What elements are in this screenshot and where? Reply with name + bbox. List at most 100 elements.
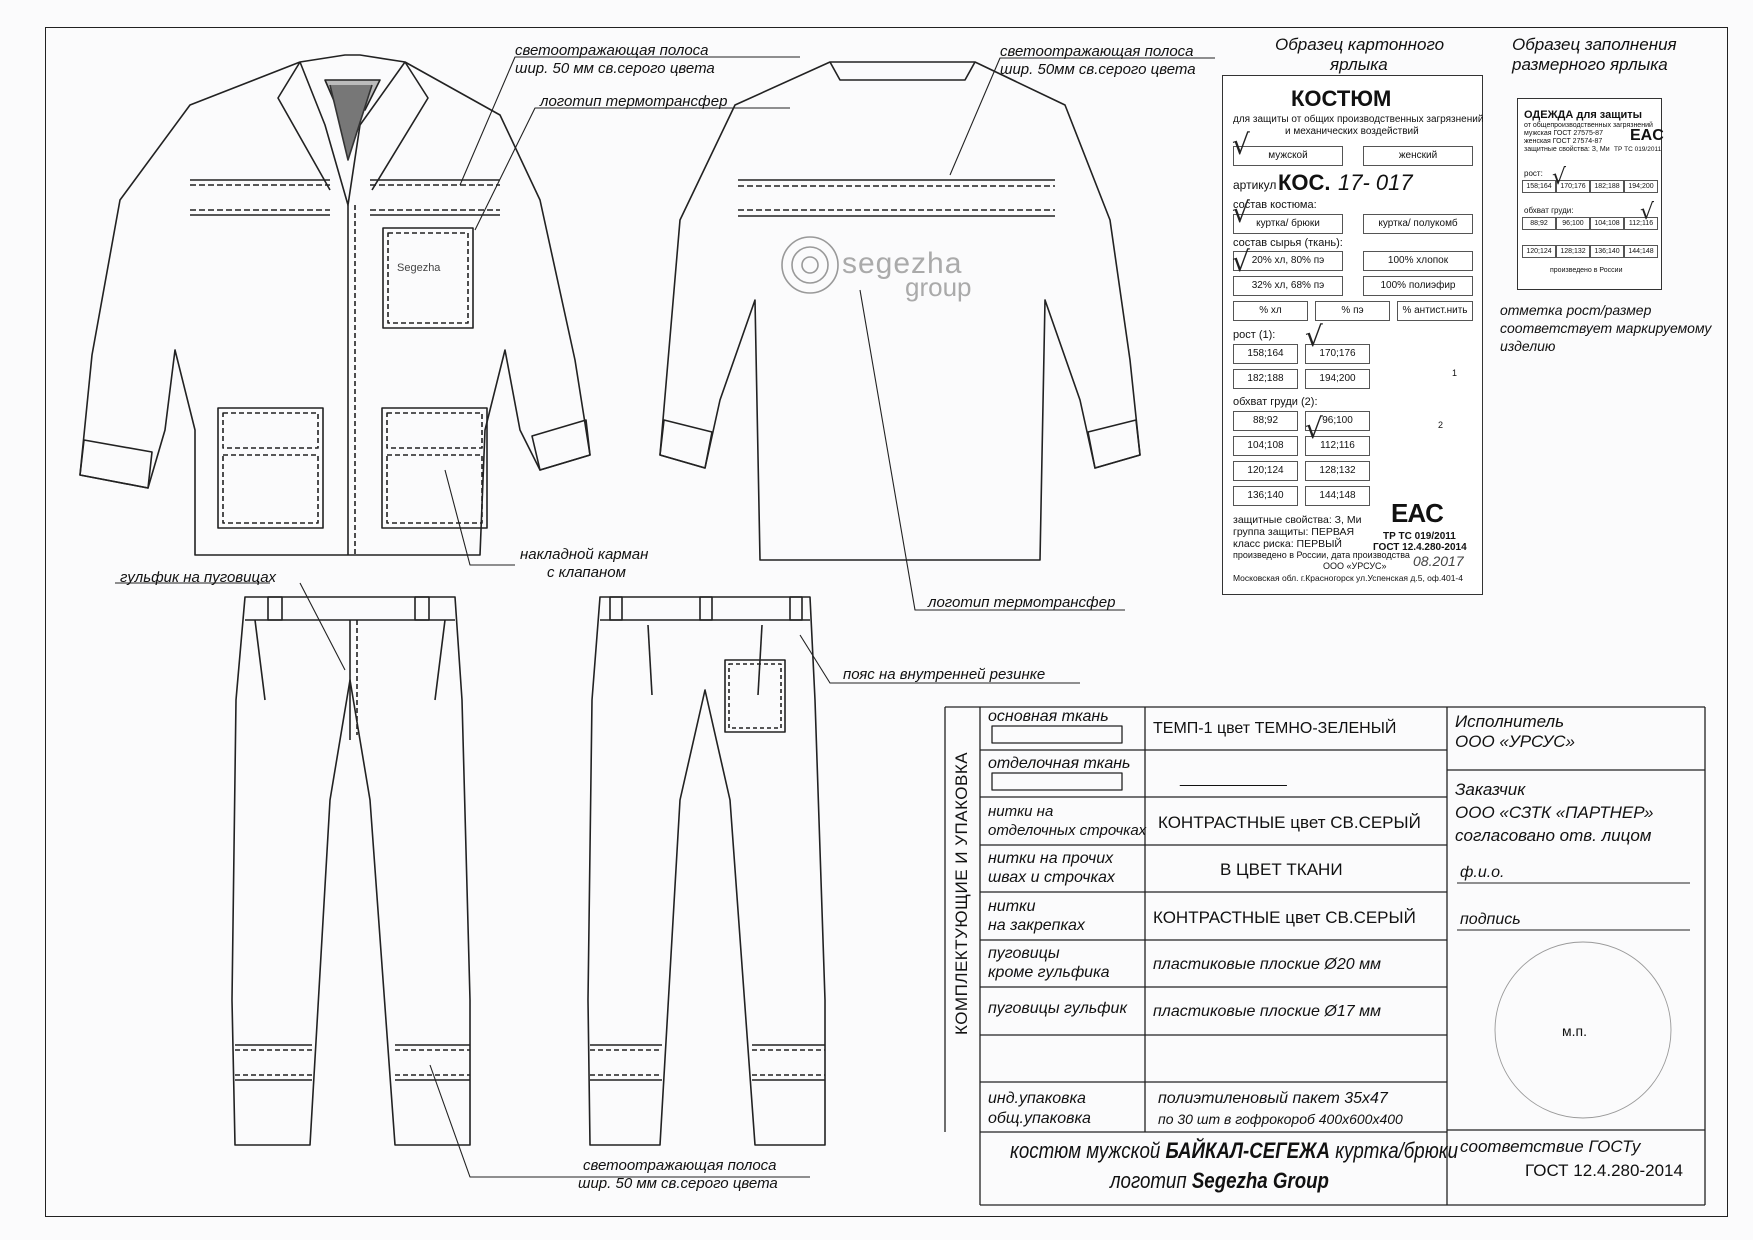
annotation-reflect-pants-1: светоотражающая полоса <box>583 1157 777 1174</box>
height-4: 194;200 <box>1305 369 1370 389</box>
size-chest-cell: 136;140 <box>1590 245 1624 258</box>
executor-name: ООО «УРСУС» <box>1455 732 1575 751</box>
row-value-2: по 30 шт в гофрокороб 400х600х400 <box>1158 1111 1403 1127</box>
composition-label: состав костюма: <box>1233 199 1317 211</box>
annotation-reflect-front-2: шир. 50 мм св.серого цвета <box>515 60 715 77</box>
annotation-logo-front: логотип термотрансфер <box>540 93 728 110</box>
check-male: √ <box>1232 128 1250 161</box>
annotation-logo-back: логотип термотрансфер <box>928 594 1116 611</box>
size-chest-label: обхват груди: <box>1524 206 1574 215</box>
figure-mark-2: 2 <box>1438 420 1444 430</box>
agreed-text: согласовано отв. лицом <box>1455 826 1652 845</box>
conformity-label: соответствие ГОСТу <box>1460 1137 1641 1156</box>
height-1: 158;164 <box>1233 344 1298 364</box>
article-hand: 17- 017 <box>1338 170 1413 195</box>
pct-3: % антист.нить <box>1397 301 1473 321</box>
check-set: √ <box>1232 196 1250 229</box>
set-2: куртка/ полукомб <box>1363 214 1473 234</box>
cardboard-title: КОСТЮМ <box>1291 86 1392 111</box>
logo-name: Segezha Group <box>1191 1168 1329 1193</box>
row-value: ТЕМП-1 цвет ТЕМНО-ЗЕЛЕНЫЙ <box>1153 720 1397 737</box>
check-chest: √ <box>1305 412 1323 445</box>
annotation-pocket-1: накладной карман <box>520 546 649 563</box>
row-value: пластиковые плоские Ø20 мм <box>1153 956 1382 973</box>
annotation-reflect-back-1: светоотражающая полоса <box>1000 43 1194 60</box>
size-chest-cell: 144;148 <box>1624 245 1658 258</box>
jacket-back-drawing <box>659 61 1141 561</box>
size-label: ОДЕЖДА для защиты от общепроизводственны… <box>1517 98 1664 290</box>
check-fabric: √ <box>1232 245 1250 278</box>
chest-8: 144;148 <box>1305 486 1370 506</box>
size-sub-4: защитные свойства: З, Ми <box>1524 146 1610 153</box>
row-value: полиэтиленовый пакет 35х47 <box>1158 1090 1388 1107</box>
jacket-front-drawing <box>79 54 591 556</box>
size-height-row: 158;164 170;176 182;188 194;200 <box>1522 180 1658 193</box>
pct-1: % хл <box>1233 301 1308 321</box>
chest-label: обхват груди (2): <box>1233 396 1318 408</box>
checkbox-male: мужской <box>1233 146 1343 166</box>
annotation-reflect-front-1: светоотражающая полоса <box>515 42 709 59</box>
height-label: рост (1): <box>1233 329 1276 341</box>
chest-4: 112;116 <box>1305 436 1370 456</box>
title-block-grid <box>944 706 1706 1206</box>
back-logo-line2: group <box>905 272 972 302</box>
stamp-label: м.п. <box>1562 1023 1587 1039</box>
height-2: 170;176 <box>1305 344 1370 364</box>
size-note-1: отметка рост/размер <box>1500 302 1652 318</box>
annotation-reflect-back-2: шир. 50мм св.серого цвета <box>1000 61 1196 78</box>
annotation-fly: гульфик на пуговицах <box>120 569 277 586</box>
protection-2: группа защиты: ПЕРВАЯ <box>1233 526 1355 538</box>
row-label: нитки на <box>988 803 1054 820</box>
size-height-cell: 182;188 <box>1590 180 1624 193</box>
article-code: КОС. <box>1278 170 1331 195</box>
size-chest-cell: 104;108 <box>1590 217 1624 230</box>
cardboard-heading-2: ярлыка <box>1330 55 1388 74</box>
row-label: кроме гульфика <box>988 964 1110 981</box>
size-note-3: изделию <box>1500 338 1556 354</box>
size-chest-cell: 96;100 <box>1556 217 1590 230</box>
front-logo-text: Segezha <box>397 262 441 274</box>
height-3: 182;188 <box>1233 369 1298 389</box>
row-label: инд.упаковка <box>988 1090 1086 1107</box>
row-label: пуговицы <box>988 945 1060 962</box>
row-label: на закрепках <box>988 917 1085 934</box>
size-sub-1: от общепроизводственных загрязнений <box>1524 122 1653 129</box>
signature-label: подпись <box>1460 911 1521 928</box>
chest-3: 104;108 <box>1233 436 1298 456</box>
annotation-pocket-2: с клапаном <box>547 564 626 581</box>
size-tr: ТР ТС 019/2011 <box>1614 146 1662 153</box>
size-height-cell: 170;176 <box>1556 180 1590 193</box>
fabric-4: 100% полиэфир <box>1363 276 1473 296</box>
cardboard-sub-2: и механических воздействий <box>1285 126 1419 137</box>
cardboard-label: КОСТЮМ для защиты от общих производствен… <box>1222 75 1483 595</box>
size-chest-cell: 128;132 <box>1556 245 1590 258</box>
size-chest-cell: 88;92 <box>1522 217 1556 230</box>
eac-mark: EAC <box>1391 498 1444 528</box>
logo-prefix: логотип <box>1110 1168 1192 1193</box>
fio-label: ф.и.о. <box>1460 864 1505 881</box>
cardboard-tr: ТР ТС 019/2011 <box>1383 531 1456 542</box>
size-chest-row-2: 120;124 128;132 136;140 144;148 <box>1522 245 1658 258</box>
row-value: В ЦВЕТ ТКАНИ <box>1220 860 1343 879</box>
size-made: произведено в России <box>1550 267 1623 274</box>
chest-1: 88;92 <box>1233 411 1298 431</box>
chest-2: 96;100 <box>1305 411 1370 431</box>
size-height-label: рост: <box>1524 169 1543 178</box>
leader-lines <box>115 56 1215 1178</box>
size-eac: EAC <box>1630 127 1664 144</box>
size-chest-cell: 120;124 <box>1522 245 1556 258</box>
made-in: произведено в России, дата производства <box>1233 550 1410 560</box>
table-vertical-heading: КОМПЛЕКТУЮЩИЕ И УПАКОВКА <box>952 751 971 1035</box>
size-sub-3: женская ГОСТ 27574-87 <box>1524 138 1603 145</box>
product-title-1: костюм мужской БАЙКАЛ-СЕГЕЖА куртка/брюк… <box>1010 1138 1458 1164</box>
row-label: общ.упаковка <box>988 1110 1091 1127</box>
row-label: пуговицы гульфик <box>988 1000 1127 1017</box>
executor-label: Исполнитель <box>1455 712 1565 731</box>
size-heading-2: размерного ярлыка <box>1512 55 1668 74</box>
cardboard-company: ООО «УРСУС» <box>1323 561 1387 571</box>
product-name: БАЙКАЛ-СЕГЕЖА <box>1165 1138 1331 1163</box>
size-heading-1: Образец заполнения <box>1512 35 1677 54</box>
customer-label: Заказчик <box>1455 780 1526 799</box>
date-hand: 08.2017 <box>1413 553 1464 569</box>
